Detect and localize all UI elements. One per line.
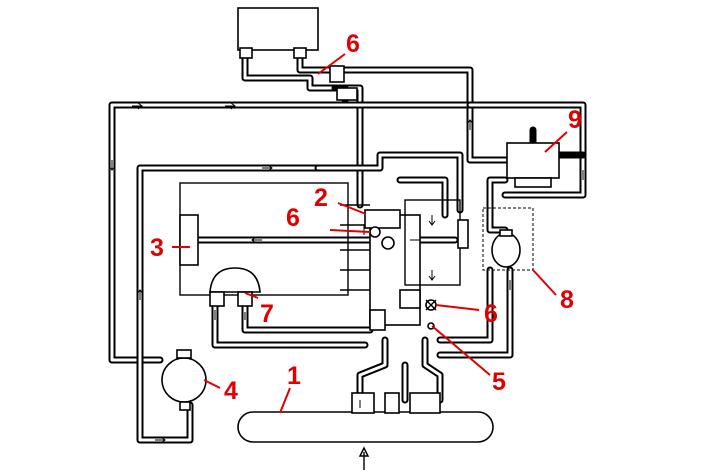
callout-6-mid: 6: [286, 204, 300, 232]
component-1: [237, 411, 494, 443]
callout-4: 4: [224, 377, 238, 405]
sensor-plug-2: [369, 309, 386, 331]
component-7: [209, 267, 261, 293]
component-9: [506, 142, 560, 179]
component-9-base: [514, 177, 552, 188]
callout-9: 9: [568, 106, 582, 134]
callout-7: 7: [260, 300, 274, 328]
sensor-plug-3: [399, 289, 421, 309]
radiator-inlet-b: [409, 392, 441, 414]
sensor-plug: [457, 219, 469, 249]
valve-top-body: [336, 87, 358, 101]
heater-core-port-left: [239, 47, 253, 59]
callout-3: 3: [150, 234, 164, 262]
callout-8: 8: [560, 286, 574, 314]
flow-arrows: [108, 102, 584, 444]
callout-5: 5: [492, 368, 506, 396]
heater-core: [237, 7, 319, 51]
component-7-outlet-b: [237, 291, 253, 307]
manifold-top: [364, 209, 401, 229]
component-4: [161, 357, 207, 403]
radiator-inlet-c: [384, 392, 400, 414]
component-8: [491, 232, 521, 268]
leader-lines: [172, 53, 568, 414]
component-8-top: [499, 229, 513, 237]
valve-top: [329, 65, 345, 83]
callout-6-right: 6: [484, 300, 498, 328]
callout-2: 2: [314, 184, 328, 212]
radiator-inlet-a: [351, 392, 375, 414]
hose-network: [108, 51, 587, 444]
component-7-outlet-a: [209, 291, 225, 307]
callout-6-top: 6: [346, 30, 360, 58]
heater-core-port-right: [293, 47, 307, 59]
component-8-box: [482, 207, 534, 271]
sensor-center: [381, 236, 395, 250]
component-3: [179, 214, 199, 266]
component-4-cap: [176, 349, 192, 359]
component-4-base: [179, 401, 191, 411]
callout-1: 1: [287, 362, 301, 390]
callout-labels: 6 9 2 6 3 7 6 8 1 4 5: [150, 30, 582, 405]
airflow-arrow: [358, 446, 370, 470]
valve-center-6: [369, 226, 381, 238]
